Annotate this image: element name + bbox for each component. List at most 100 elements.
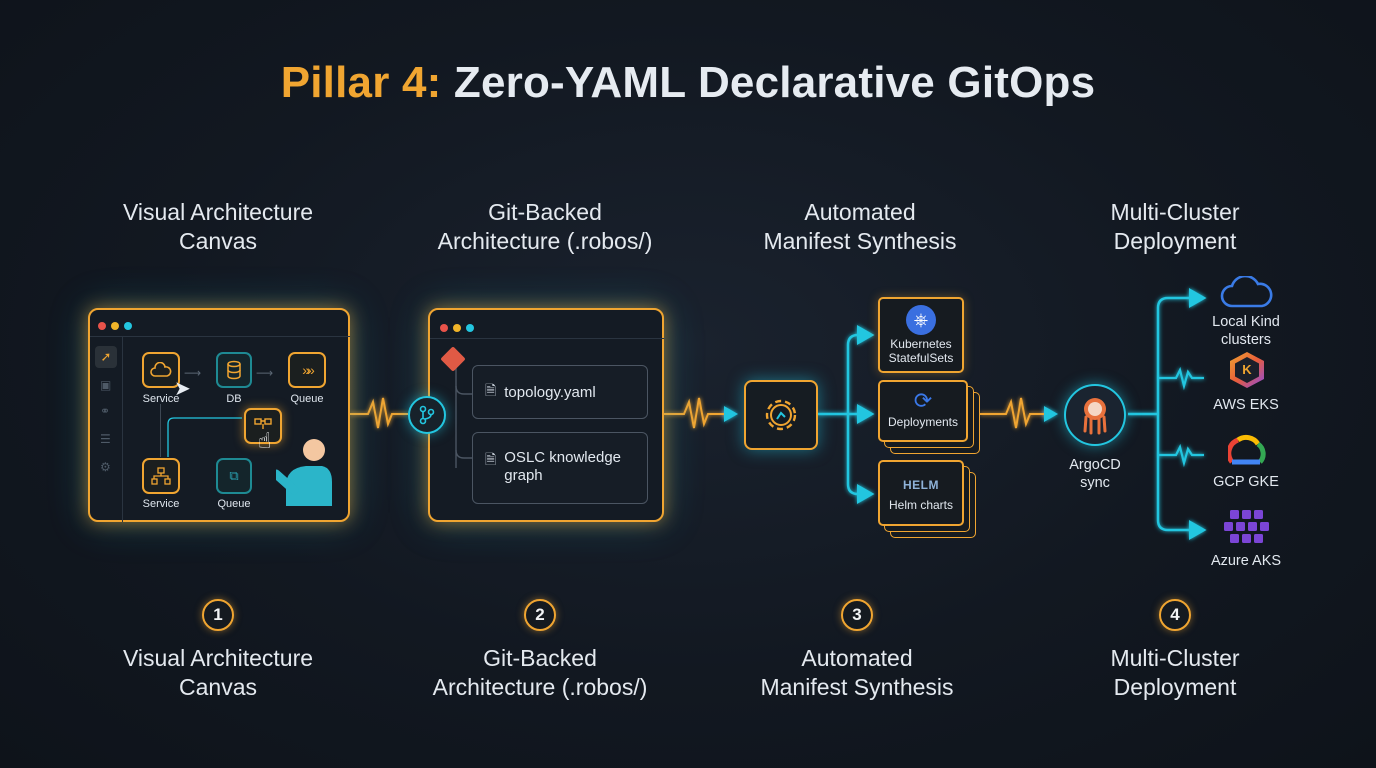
queue-node[interactable]: »» [288, 352, 326, 388]
argocd-icon[interactable] [1064, 384, 1126, 446]
node-label: Queue [217, 498, 251, 510]
step-3[interactable]: 3 [841, 599, 873, 631]
heading-line: Git-Backed [488, 199, 602, 225]
list-tool-icon[interactable]: ☰ [100, 432, 111, 446]
step-4-label: Multi-Cluster Deployment [1025, 644, 1325, 702]
output-helm[interactable]: HELM Helm charts [878, 460, 964, 526]
heading-line: Manifest Synthesis [763, 228, 957, 254]
column-heading-synthesis: Automated Manifest Synthesis [710, 198, 1010, 256]
file-name-line: graph [504, 467, 543, 484]
file-icon: 🗎 [485, 451, 497, 467]
page-title: Pillar 4: Zero-YAML Declarative GitOps [0, 58, 1376, 108]
pointer-cursor-icon: ➤ [174, 378, 191, 400]
selected-node[interactable] [244, 408, 282, 444]
title-rest: Zero-YAML Declarative GitOps [453, 58, 1096, 107]
heading-line: Automated [804, 199, 916, 225]
synthesis-engine [744, 380, 818, 450]
branch-to-outputs [818, 325, 875, 504]
cloud-icon [150, 362, 172, 377]
edge-lines [160, 404, 242, 457]
step-label-line: Manifest Synthesis [760, 674, 954, 700]
cloud-icon [1220, 276, 1273, 308]
window-dots [98, 317, 137, 335]
step-2[interactable]: 2 [524, 599, 556, 631]
heading-line: Architecture (.robos/) [437, 228, 653, 254]
output-label: Helm charts [888, 498, 953, 512]
cluster-label: Azure AKS [1210, 553, 1282, 569]
cluster-gcp-gke[interactable]: GCP GKE [1191, 473, 1301, 491]
pulse-connector-3 [980, 397, 1058, 429]
cluster-azure-aks[interactable]: Azure AKS [1191, 552, 1301, 570]
heading-line: Visual Architecture [122, 199, 314, 225]
service-node[interactable] [142, 352, 180, 388]
refresh-icon: ⟳ [913, 388, 933, 413]
branch-to-clusters [1128, 288, 1207, 540]
argocd-label-line: ArgoCD [1069, 457, 1121, 473]
helm-icon: HELM [903, 478, 939, 492]
queue-node[interactable]: ⧉ [216, 458, 252, 494]
column-heading-canvas: Visual Architecture Canvas [68, 198, 368, 256]
service-node[interactable] [142, 458, 180, 494]
step-label-line: Automated [801, 645, 913, 671]
step-1[interactable]: 1 [202, 599, 234, 631]
cluster-aws-eks[interactable]: AWS EKS [1191, 396, 1301, 414]
output-label: Deployments [887, 415, 959, 429]
cluster-label: AWS EKS [1213, 397, 1279, 413]
settings-tool-icon[interactable]: ⚙ [100, 460, 111, 474]
file-topology[interactable]: 🗎 topology.yaml [472, 365, 648, 419]
pulse-connector-2 [664, 397, 738, 429]
hierarchy-icon [254, 418, 272, 429]
title-accent: Pillar 4: [280, 58, 442, 107]
edge-arrow: ⟶ [256, 366, 274, 380]
step-label-line: Git-Backed [483, 645, 597, 671]
step-1-label: Visual Architecture Canvas [68, 644, 368, 702]
cluster-label: GCP GKE [1213, 474, 1279, 490]
cursor-tool-icon[interactable]: ➚ [95, 346, 117, 368]
queue-icon: »» [302, 362, 314, 378]
queue-icon: ⧉ [229, 468, 239, 483]
cluster-local-kind[interactable]: Local Kind clusters [1191, 313, 1301, 349]
file-name: topology.yaml [504, 383, 596, 401]
node-label: DB [226, 393, 242, 405]
step-4[interactable]: 4 [1159, 599, 1191, 631]
hand-pointer-icon: ☝ [258, 428, 272, 453]
step-label-line: Deployment [1113, 674, 1237, 700]
node-label: Service [142, 498, 180, 510]
output-kubernetes[interactable]: ⎈ Kubernetes StatefulSets [878, 297, 964, 373]
gke-icon [1228, 434, 1266, 465]
output-deployments[interactable]: ⟳ Deployments [878, 380, 968, 442]
column-heading-deployment: Multi-Cluster Deployment [1025, 198, 1325, 256]
frame-tool-icon[interactable]: ▣ [100, 378, 112, 392]
edge-arrow: ⟶ [184, 366, 202, 380]
step-2-label: Git-Backed Architecture (.robos/) [390, 644, 690, 702]
sitemap-icon [151, 467, 171, 485]
user-avatar-icon [276, 439, 332, 506]
pulse-connector-1 [350, 397, 408, 429]
gear-icon [765, 399, 797, 431]
argocd-label-line: sync [1080, 475, 1110, 491]
database-icon [227, 360, 241, 380]
db-node[interactable] [216, 352, 252, 388]
canvas-window: ➚ ▣ ⚭ ☰ ⚙ Service ➤ DB ⟶ ⟶ »» Queue ☝ Se… [88, 308, 350, 522]
git-branch-icon [408, 396, 446, 434]
file-icon: 🗎 [485, 382, 497, 398]
output-label: Kubernetes [890, 337, 952, 351]
eks-glyph: K [1235, 357, 1259, 383]
window-dots [440, 319, 479, 337]
git-tree-lines [455, 360, 472, 468]
argocd-label: ArgoCD sync [1040, 456, 1150, 492]
step-label-line: Visual Architecture [122, 645, 314, 671]
cluster-label: clusters [1221, 332, 1271, 348]
node-label: Service [142, 393, 180, 405]
step-label-line: Architecture (.robos/) [432, 674, 648, 700]
heading-line: Multi-Cluster [1110, 199, 1240, 225]
node-label: Queue [290, 393, 324, 405]
link-tool-icon[interactable]: ⚭ [100, 404, 111, 418]
file-name-line: OSLC knowledge [504, 449, 621, 466]
step-label-line: Multi-Cluster [1110, 645, 1240, 671]
step-label-line: Canvas [179, 674, 257, 700]
